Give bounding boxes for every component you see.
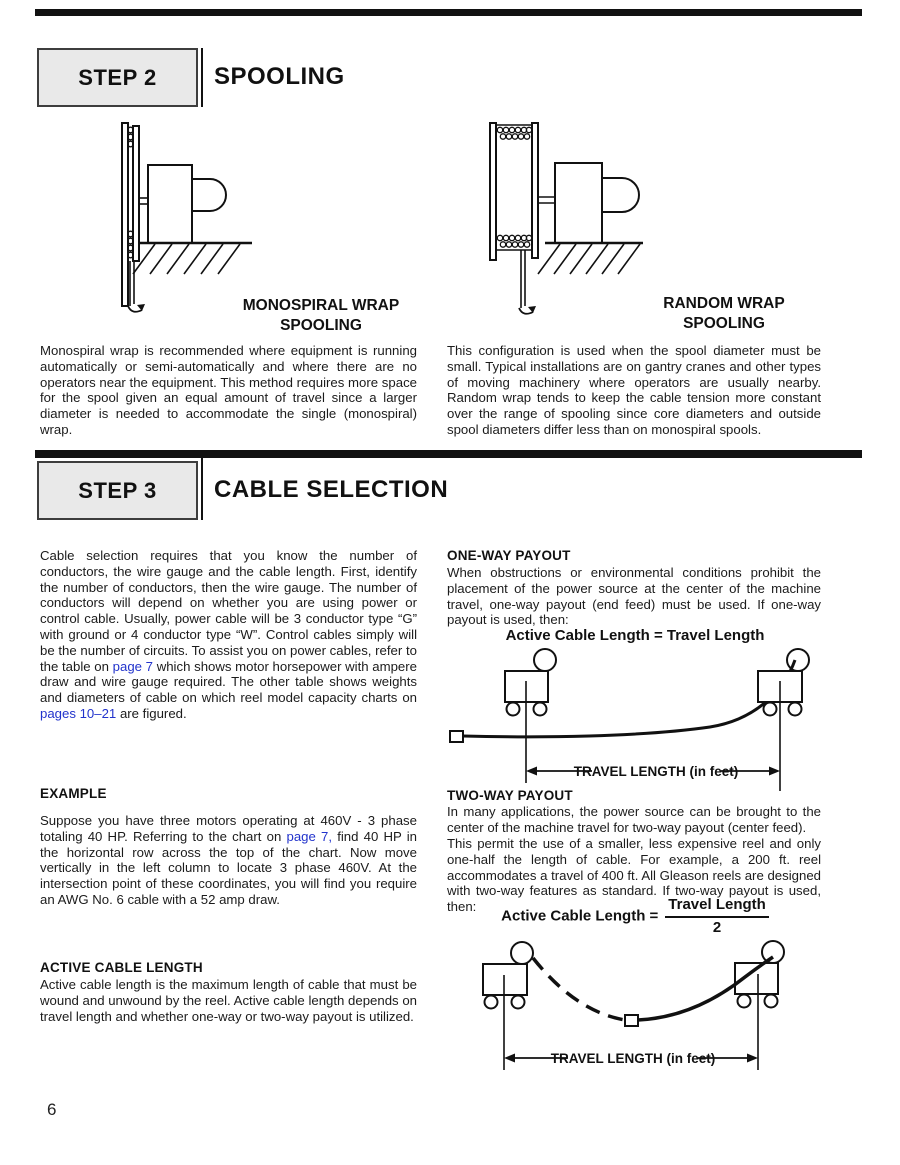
example-part2: find 40 HP in the horizontal row across …: [40, 828, 418, 907]
one-way-payout-diagram: TRAVEL LENGTH (in feet): [449, 648, 810, 791]
intro-part2: which shows motor horsepower with ampere…: [40, 658, 417, 706]
two-way-paragraph-1: In many applications, the power source c…: [447, 804, 821, 835]
step2-divider: [201, 48, 203, 107]
random-caption-line1: RANDOM WRAP: [663, 295, 785, 312]
two-way-heading: TWO-WAY PAYOUT: [447, 788, 573, 803]
one-way-formula: Active Cable Length = Travel Length: [505, 627, 765, 644]
monospiral-paragraph: Monospiral wrap is recommended where equ…: [40, 343, 417, 437]
two-way-formula-prefix: Active Cable Length =: [501, 907, 659, 925]
random-caption: RANDOM WRAP SPOOLING: [638, 294, 810, 334]
step3-label: STEP 3: [78, 477, 157, 503]
example-page-7-link[interactable]: page 7,: [286, 828, 333, 844]
cable-selection-intro: Cable selection requires that you know t…: [40, 548, 417, 722]
two-way-formula-numerator: Travel Length: [665, 896, 769, 918]
random-paragraph: This configuration is used when the spoo…: [447, 343, 821, 437]
two-way-formula-denominator: 2: [712, 918, 722, 936]
one-way-paragraph: When obstructions or environmental condi…: [447, 565, 821, 628]
active-cable-length-paragraph: Active cable length is the maximum lengt…: [40, 977, 417, 1024]
example-part1: Suppose you have three motors operating …: [40, 813, 417, 844]
page-7-link[interactable]: page 7: [112, 658, 154, 674]
step2-top-rule: [35, 9, 862, 16]
monospiral-reel-diagram: [121, 122, 252, 313]
active-cable-length-heading: ACTIVE CABLE LENGTH: [40, 960, 203, 975]
pages-10-21-link[interactable]: pages 10–21: [40, 705, 117, 721]
step2-box: STEP 2: [37, 48, 198, 107]
monospiral-caption-line1: MONOSPIRAL WRAP: [242, 297, 400, 314]
two-way-payout-diagram: TRAVEL LENGTH (in feet): [482, 940, 785, 1070]
two-way-travel-length-label: TRAVEL LENGTH (in feet): [551, 1051, 716, 1066]
intro-part1: Cable selection requires that you know t…: [40, 548, 417, 674]
step3-divider: [201, 458, 203, 520]
monospiral-caption: MONOSPIRAL WRAP SPOOLING: [230, 296, 412, 336]
step3-top-rule: [35, 450, 862, 458]
random-caption-line2: SPOOLING: [683, 315, 765, 332]
one-way-heading: ONE-WAY PAYOUT: [447, 548, 571, 563]
step3-title: CABLE SELECTION: [214, 475, 449, 503]
two-way-paragraph-2: This permit the use of a smaller, less e…: [447, 836, 821, 915]
page-number: 6: [47, 1100, 57, 1119]
random-wrap-reel-diagram: [489, 122, 643, 315]
intro-part3: are figured.: [116, 705, 187, 721]
step3-box: STEP 3: [37, 461, 198, 520]
monospiral-caption-line2: SPOOLING: [280, 317, 362, 334]
step2-label: STEP 2: [78, 64, 157, 90]
example-paragraph: Suppose you have three motors operating …: [40, 813, 417, 908]
step2-title: SPOOLING: [214, 62, 345, 90]
one-way-travel-length-label: TRAVEL LENGTH (in feet): [574, 764, 739, 779]
example-heading: EXAMPLE: [40, 786, 107, 801]
